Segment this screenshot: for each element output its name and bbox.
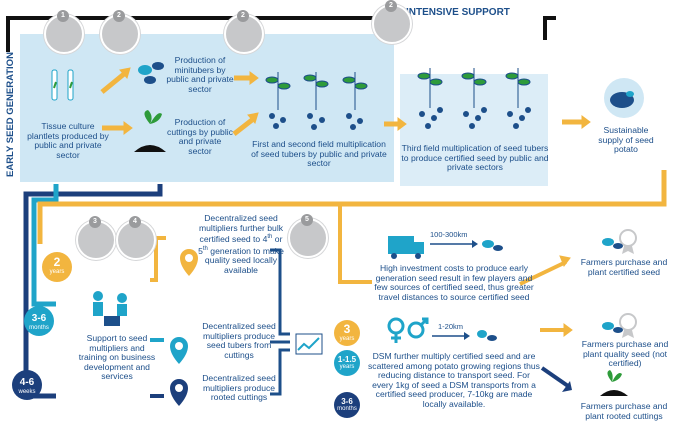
cuttings-icon [134, 110, 166, 152]
potato-icon [477, 240, 503, 341]
potato-icon [604, 78, 644, 118]
dsm-multiply-text: DSM further multiply certified seed and … [368, 351, 540, 409]
growth-chart-icon: 5 [288, 214, 328, 258]
map-pin-icon [170, 249, 198, 406]
far-distance-head [472, 240, 478, 248]
navy-outcome-head [562, 381, 572, 392]
step-sustainable-supply: Sustainable supply of seed potato [598, 125, 654, 155]
step-minitubers: Production of minitubers by public and p… [166, 55, 234, 94]
step-third-field: Third field multiplication of seed tuber… [401, 143, 549, 173]
potato-icon: 2 [372, 0, 412, 44]
to-dsm-chart [270, 248, 290, 396]
step-number: 3 [89, 216, 101, 228]
step-first-second-field: First and second field multiplication of… [251, 139, 387, 169]
step-number: 5 [301, 214, 313, 226]
potato-icon: 2 [224, 10, 264, 54]
outcome-rooted-cuttings: Farmers purchase and plant rooted cuttin… [580, 401, 668, 421]
near-distance-head [464, 332, 470, 340]
gender-icon [387, 317, 429, 343]
navy-outcome-arrow [540, 366, 570, 388]
handshake-icon: 3 [76, 216, 116, 260]
potato-icon: 2 [100, 10, 140, 54]
step-number: 1 [57, 10, 69, 22]
field-plants-3 [417, 68, 531, 108]
support-people-icon [93, 291, 127, 326]
distance-far-label: 100-300km [430, 230, 468, 239]
outcome-certified-seed: Farmers purchase and plant certified see… [580, 257, 668, 277]
plant-icon [600, 370, 628, 396]
step-number: 4 [129, 216, 141, 228]
lower-right-arrows [519, 255, 573, 337]
presentation-icon: 4 [116, 216, 156, 260]
field-plants-1-2 [265, 72, 368, 110]
seed-tubers-from-cuttings-text: Decentralized seed multipliers produce s… [202, 321, 276, 360]
potato-icon [602, 238, 623, 333]
gear-icon: 1 [44, 10, 84, 54]
test-tubes-icon [51, 69, 74, 101]
distance-near-label: 1-20km [438, 322, 464, 331]
minitubers-icon [138, 62, 164, 84]
award-ribbon-icon [619, 229, 637, 338]
upper-flow-arrows [100, 67, 591, 136]
yellow-flow-line [37, 170, 667, 244]
support-multipliers-text: Support to seed multipliers and training… [78, 333, 156, 382]
intensive-support-bracket [6, 16, 556, 52]
step-number: 2 [113, 10, 125, 22]
bulk-certified-seed-text: Decentralized seed multipliers further b… [198, 213, 284, 275]
yellow-branch-line [338, 204, 372, 284]
outcome-quality-seed: Farmers purchase and plant quality seed … [581, 339, 669, 369]
cyan-flow-line [31, 184, 59, 307]
truck-icon [388, 236, 424, 259]
yellow-to-multipliers [150, 236, 166, 282]
dsm-chart-icon [295, 333, 323, 355]
step-cuttings: Production of cuttings by public and pri… [167, 117, 233, 156]
early-seed-generation-label: EARLY SEED GENERATION [5, 52, 16, 178]
step-number: 2 [385, 0, 397, 12]
step-number: 2 [237, 10, 249, 22]
early-seed-panel [20, 34, 394, 182]
high-investment-text: High investment costs to produce early g… [374, 263, 534, 302]
intensive-support-label: INTENSIVE SUPPORT [406, 7, 510, 18]
field-tubers-3 [419, 107, 531, 129]
rooted-cuttings-text: Decentralized seed multipliers produce r… [202, 373, 276, 403]
field-tubers-1-2 [269, 113, 363, 130]
step-tissue-culture: Tissue culture plantlets produced by pub… [27, 121, 109, 160]
